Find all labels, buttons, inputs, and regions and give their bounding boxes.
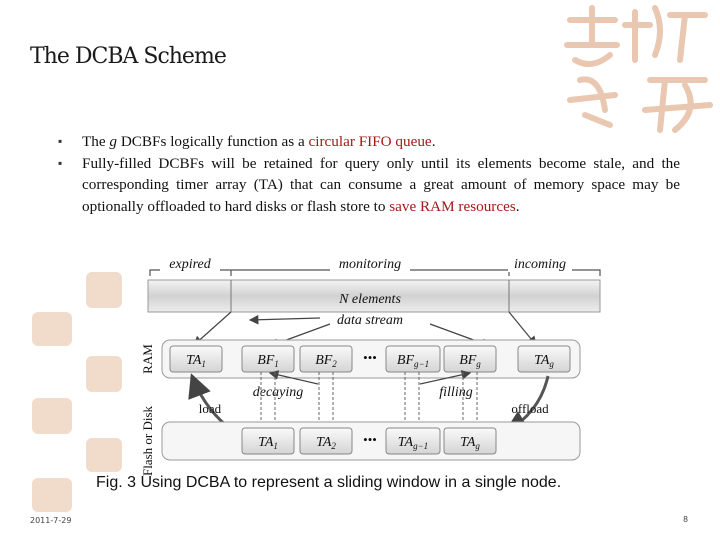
bullet-text: The [82, 133, 110, 150]
ram-row: TA1 BF1 BF2 ••• BFg−1 BFg TAg [169, 345, 571, 373]
ram-cell [241, 345, 295, 373]
label-decaying: decaying [253, 385, 304, 400]
label-incoming: incoming [514, 257, 566, 272]
ram-cell-label: TA1 [186, 353, 206, 369]
label-load: load [199, 401, 222, 416]
ellipsis: ••• [363, 350, 377, 365]
ram-cell [299, 345, 353, 373]
disk-cell-label: TA2 [316, 435, 336, 451]
page-number: 8 [683, 515, 689, 524]
ellipsis: ••• [363, 432, 377, 447]
bullet-square-icon: ▪ [58, 134, 63, 148]
label-n-elements: N elements [338, 292, 401, 307]
ram-cell-label: BF2 [315, 353, 337, 369]
calligraphy-watermark [555, 0, 720, 140]
ram-cell [517, 345, 571, 373]
disk-cell [241, 427, 295, 455]
label-monitoring: monitoring [339, 257, 401, 272]
ram-label: RAM [140, 344, 155, 374]
disk-cell-label: TA1 [258, 435, 278, 451]
bullet-text: . [431, 133, 436, 150]
bullet-text: Fully-filled DCBFs will be retained for … [82, 154, 680, 215]
ram-cell-label: TAg [534, 353, 554, 369]
disk-cell-label: TAg [460, 435, 480, 451]
ram-cell [169, 345, 223, 373]
bullet-highlight: save RAM resources [389, 197, 516, 215]
bullet-text: . [515, 197, 520, 215]
bullet-variable: g [109, 133, 118, 150]
ram-cell-label: BF1 [257, 353, 279, 369]
figure-caption: Fig. 3 Using DCBA to represent a sliding… [96, 474, 562, 491]
bullet-list: ▪ The g DCBFs logically function as a ci… [58, 131, 680, 217]
disk-cell [299, 427, 353, 455]
bullet-text: DCBFs logically function as a [117, 133, 309, 150]
bullet-item: ▪ Fully-filled DCBFs will be retained fo… [58, 153, 680, 218]
label-filling: filling [439, 385, 472, 400]
bullet-item: ▪ The g DCBFs logically function as a ci… [58, 131, 680, 153]
bullet-square-icon: ▪ [58, 155, 63, 170]
ram-cell-label: BFg−1 [397, 353, 429, 369]
disk-cell-label: TAg−1 [398, 435, 428, 451]
footer-date: 2011-7-29 [30, 516, 72, 525]
bullet-highlight: circular FIFO queue [308, 133, 432, 150]
label-expired: expired [169, 257, 211, 272]
ram-cell [385, 345, 441, 373]
ram-cell-label: BFg [459, 353, 481, 369]
slide-title: The DCBA Scheme [30, 44, 227, 69]
seal-stamps-column [28, 268, 138, 518]
label-offload: offload [511, 401, 549, 416]
disk-label: Flash or Disk [140, 405, 155, 476]
disk-cell [443, 427, 497, 455]
disk-cell [385, 427, 441, 455]
disk-row: TA1 TA2 ••• TAg−1 TAg [241, 427, 497, 455]
data-stream-band [147, 279, 601, 313]
label-data-stream: data stream [337, 313, 403, 328]
